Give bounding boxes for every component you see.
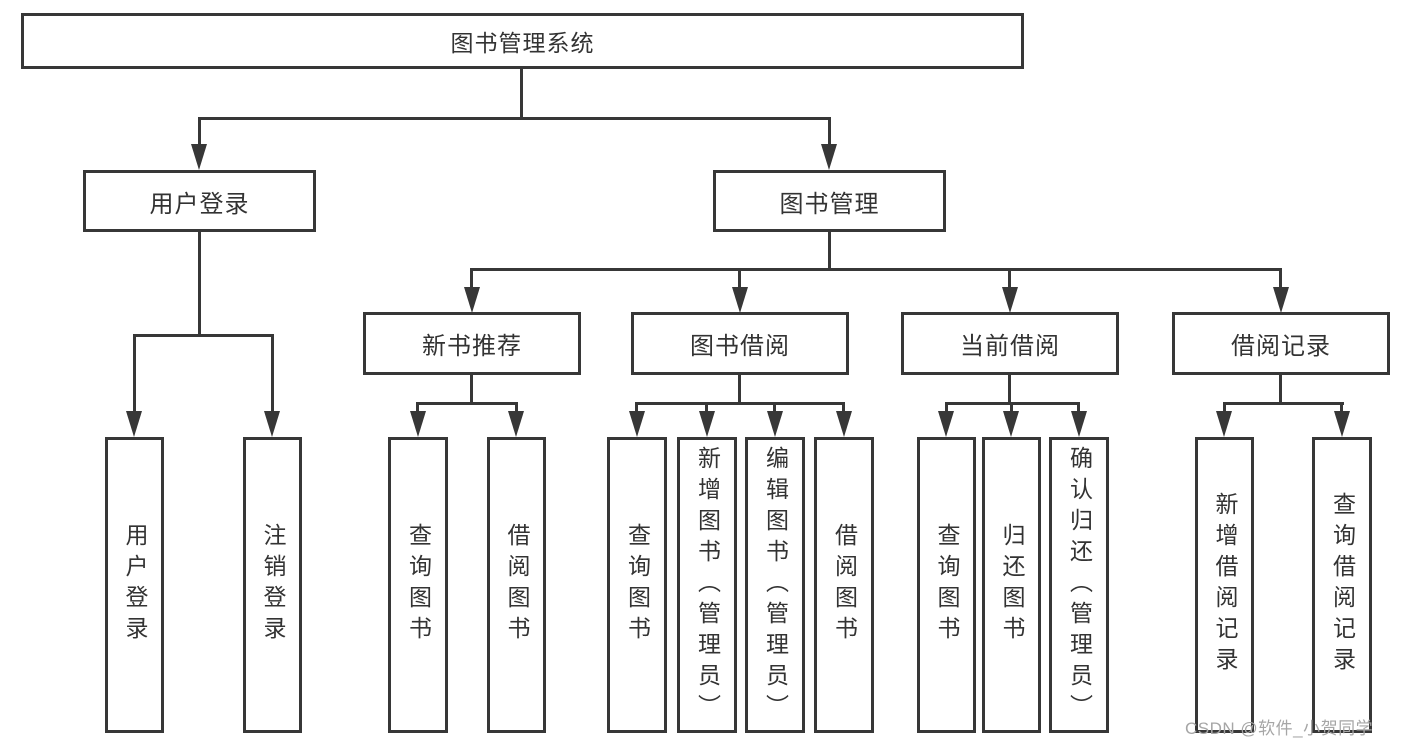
connector-line bbox=[133, 334, 274, 337]
node-borrowing-records: 借阅记录 bbox=[1172, 312, 1390, 375]
node-book-management: 图书管理 bbox=[713, 170, 946, 232]
connector-line bbox=[738, 268, 741, 289]
connector-line bbox=[945, 402, 948, 413]
leaf-label: 确认归还（管理员） bbox=[1066, 445, 1093, 725]
node-label: 图书管理 bbox=[779, 190, 880, 218]
leaf-label: 新增借阅记录 bbox=[1212, 492, 1238, 678]
connector-line bbox=[705, 402, 708, 413]
arrow-down-icon bbox=[464, 287, 480, 313]
arrow-down-icon bbox=[1071, 411, 1087, 437]
arrow-down-icon bbox=[1216, 411, 1232, 437]
node-book-borrowing: 图书借阅 bbox=[631, 312, 849, 375]
leaf-user-login: 用户登录 bbox=[105, 437, 164, 733]
connector-line bbox=[416, 402, 419, 413]
node-label: 图书借阅 bbox=[690, 333, 790, 360]
leaf-query-books-borrow: 查询图书 bbox=[607, 437, 667, 733]
leaf-edit-books-admin: 编辑图书（管理员） bbox=[745, 437, 805, 733]
connector-line bbox=[1008, 373, 1011, 405]
connector-line bbox=[1010, 402, 1013, 413]
node-current-borrowing: 当前借阅 bbox=[901, 312, 1119, 375]
leaf-label: 借阅图书 bbox=[831, 523, 858, 647]
node-label: 借阅记录 bbox=[1231, 333, 1331, 360]
connector-line bbox=[1223, 402, 1344, 405]
leaf-label: 编辑图书（管理员） bbox=[762, 445, 789, 725]
arrow-down-icon bbox=[264, 411, 280, 437]
node-label: 用户登录 bbox=[149, 190, 250, 218]
leaf-label: 查询图书 bbox=[624, 523, 651, 647]
node-library-management-system: 图书管理系统 bbox=[21, 13, 1024, 69]
leaf-add-books-admin: 新增图书（管理员） bbox=[677, 437, 737, 733]
connector-line bbox=[738, 373, 741, 405]
connector-line bbox=[470, 268, 1282, 271]
leaf-return-books: 归还图书 bbox=[982, 437, 1041, 733]
connector-line bbox=[773, 402, 776, 413]
connector-line bbox=[416, 402, 517, 405]
connector-line bbox=[520, 69, 523, 119]
connector-line bbox=[1077, 402, 1080, 413]
connector-line bbox=[1008, 268, 1011, 289]
arrow-down-icon bbox=[191, 144, 207, 170]
leaf-label: 用户登录 bbox=[122, 523, 148, 647]
connector-line bbox=[842, 402, 845, 413]
arrow-down-icon bbox=[732, 287, 748, 313]
leaf-query-borrow-record: 查询借阅记录 bbox=[1312, 437, 1372, 733]
connector-line bbox=[198, 117, 831, 120]
leaf-borrow-books-recommend: 借阅图书 bbox=[487, 437, 546, 733]
leaf-label: 查询图书 bbox=[934, 523, 960, 647]
arrow-down-icon bbox=[836, 411, 852, 437]
connector-line bbox=[635, 402, 845, 405]
arrow-down-icon bbox=[821, 144, 837, 170]
node-new-book-recommendation: 新书推荐 bbox=[363, 312, 581, 375]
connector-line bbox=[1279, 268, 1282, 289]
leaf-query-books-current: 查询图书 bbox=[917, 437, 976, 733]
watermark: CSDN @软件_小贺同学 bbox=[1185, 719, 1374, 738]
arrow-down-icon bbox=[629, 411, 645, 437]
leaf-label: 新增图书（管理员） bbox=[694, 445, 721, 725]
leaf-logout: 注销登录 bbox=[243, 437, 302, 733]
leaf-query-books-recommend: 查询图书 bbox=[388, 437, 448, 733]
leaf-label: 注销登录 bbox=[260, 523, 286, 647]
leaf-confirm-return-admin: 确认归还（管理员） bbox=[1049, 437, 1109, 733]
arrow-down-icon bbox=[1003, 411, 1019, 437]
connector-line bbox=[271, 334, 274, 413]
leaf-label: 查询借阅记录 bbox=[1329, 492, 1356, 678]
connector-line bbox=[1223, 402, 1226, 413]
arrow-down-icon bbox=[699, 411, 715, 437]
arrow-down-icon bbox=[508, 411, 524, 437]
connector-line bbox=[198, 117, 201, 146]
node-label: 图书管理系统 bbox=[450, 30, 595, 56]
connector-line bbox=[635, 402, 638, 413]
node-user-login: 用户登录 bbox=[83, 170, 316, 232]
node-label: 新书推荐 bbox=[422, 333, 522, 360]
arrow-down-icon bbox=[1273, 287, 1289, 313]
leaf-label: 查询图书 bbox=[405, 523, 432, 647]
leaf-add-borrow-record: 新增借阅记录 bbox=[1195, 437, 1254, 733]
leaf-borrow-books: 借阅图书 bbox=[814, 437, 874, 733]
connector-line bbox=[1279, 373, 1282, 405]
connector-line bbox=[515, 402, 518, 413]
connector-line bbox=[1340, 402, 1343, 413]
leaf-label: 归还图书 bbox=[999, 523, 1025, 647]
connector-line bbox=[828, 117, 831, 146]
node-label: 当前借阅 bbox=[960, 333, 1060, 360]
arrow-down-icon bbox=[938, 411, 954, 437]
arrow-down-icon bbox=[1334, 411, 1350, 437]
connector-line bbox=[470, 373, 473, 405]
arrow-down-icon bbox=[410, 411, 426, 437]
connector-line bbox=[470, 268, 473, 289]
arrow-down-icon bbox=[126, 411, 142, 437]
connector-line bbox=[133, 334, 136, 413]
arrow-down-icon bbox=[767, 411, 783, 437]
arrow-down-icon bbox=[1002, 287, 1018, 313]
connector-line bbox=[828, 232, 831, 271]
leaf-label: 借阅图书 bbox=[504, 523, 530, 647]
connector-line bbox=[198, 232, 201, 336]
